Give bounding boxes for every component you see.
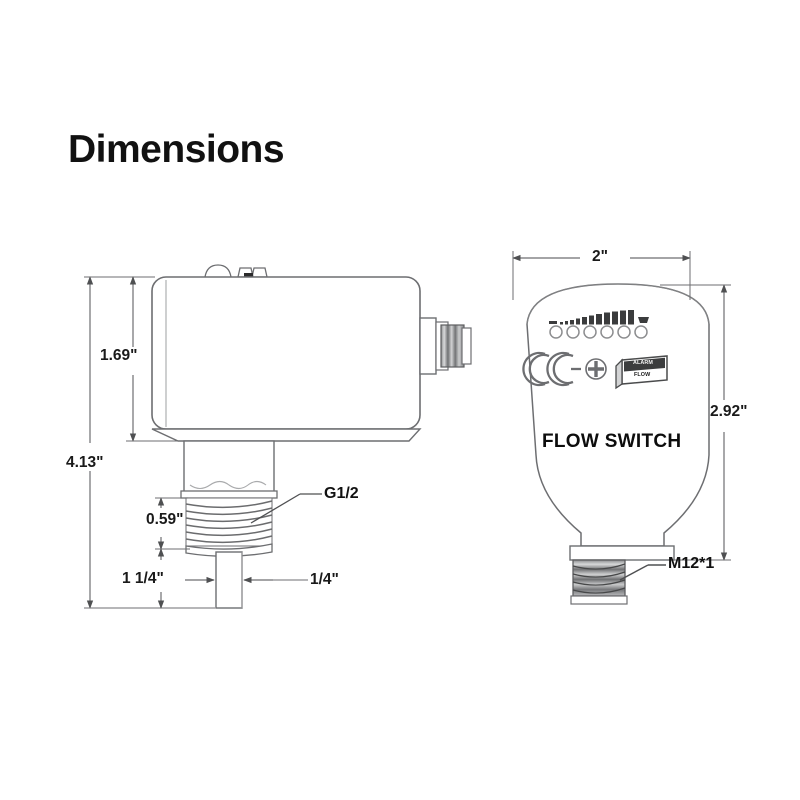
dim-housing-height-label: 1.69": [100, 347, 138, 364]
side-view-geometry: [151, 264, 472, 609]
front-view-geometry: [522, 283, 710, 605]
mode-plate-icon: [615, 355, 668, 390]
graduated-scale-icon: [549, 310, 649, 325]
mode-plate-flow-label: FLOW: [634, 372, 651, 378]
dim-paddle-length-label: 1 1/4": [122, 570, 164, 587]
page-title: Dimensions: [68, 128, 285, 171]
indicator-lights: [549, 325, 648, 339]
front-view-dimension-lines: [512, 251, 731, 581]
phillips-screw-icon: [585, 358, 607, 380]
callout-electrical-connector: M12*1: [668, 555, 715, 572]
dim-overall-height-label: 4.13": [66, 454, 104, 471]
dim-overall-width-label: 2": [592, 248, 608, 265]
dim-thread-length-label: 0.59": [146, 511, 184, 528]
product-label: FLOW SWITCH: [542, 431, 682, 452]
ce-mark-icon: [522, 351, 581, 387]
callout-process-thread: G1/2: [324, 485, 359, 502]
mode-plate-alarm-label: ALARM: [633, 360, 653, 366]
dim-paddle-width-label: 1/4": [310, 571, 339, 588]
side-view-dimension-lines: [84, 276, 322, 609]
dim-front-height-label: 2.92": [710, 403, 748, 420]
